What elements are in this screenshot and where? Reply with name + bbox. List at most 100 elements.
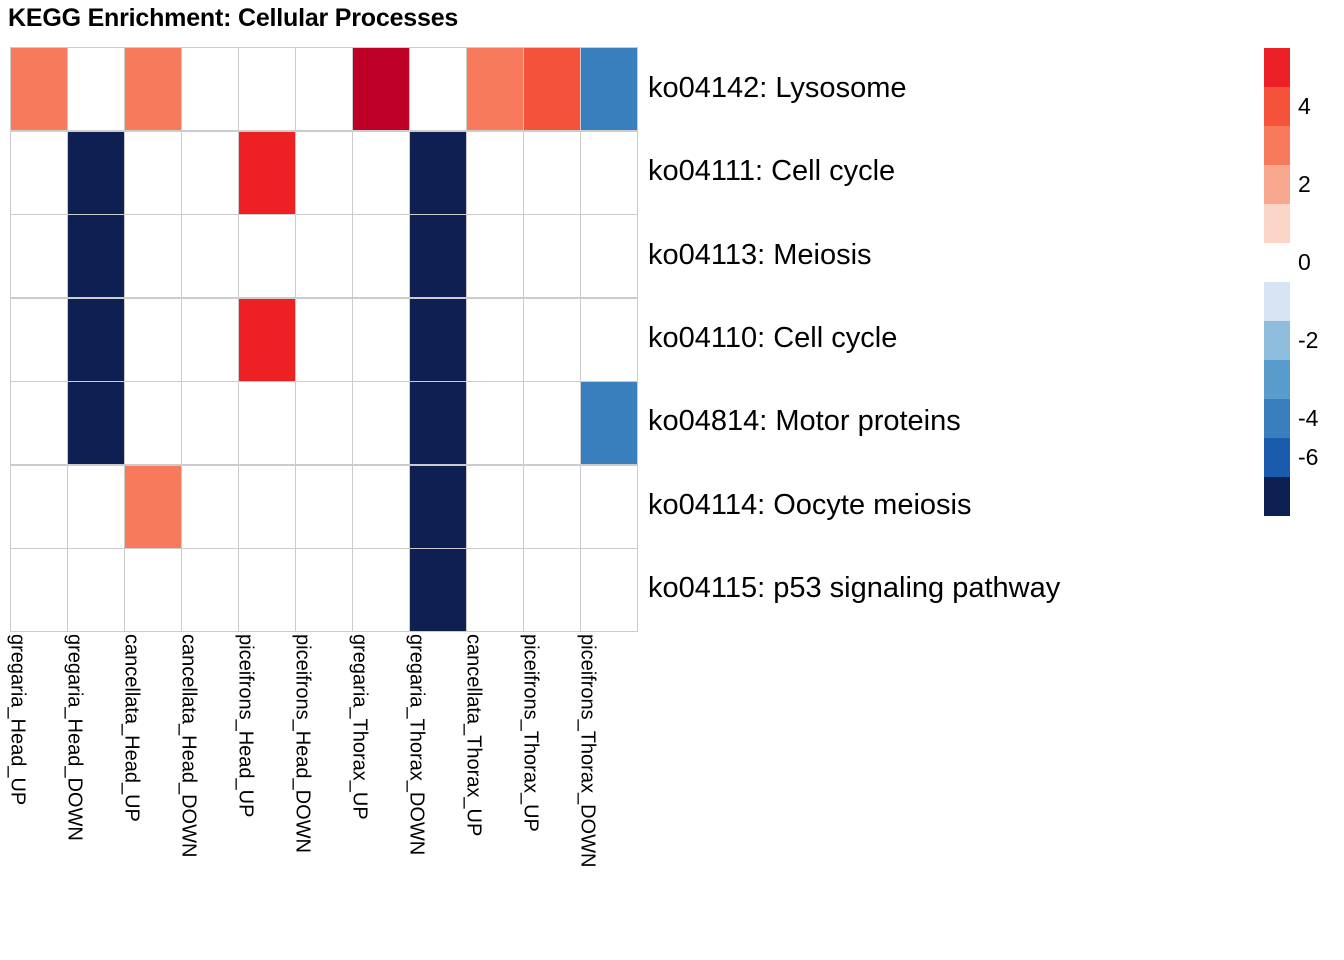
colorbar-swatch: [1264, 48, 1290, 87]
column-label: cancellata_Head_UP: [120, 634, 143, 822]
heatmap-cell: [524, 215, 580, 297]
column-label: piceifrons_Head_UP: [234, 634, 257, 818]
heatmap-cell: [239, 131, 295, 214]
heatmap-cell: [239, 298, 295, 381]
column-label: piceifrons_Thorax_UP: [519, 634, 542, 832]
heatmap-cell: [182, 298, 238, 381]
row-label: ko04142: Lysosome: [648, 72, 907, 105]
heatmap-cell: [11, 298, 67, 381]
heatmap-cell: [125, 131, 181, 214]
heatmap-cell: [524, 48, 580, 130]
heatmap-cell: [11, 465, 67, 548]
colorbar-swatch: [1264, 477, 1290, 516]
colorbar-swatch: [1264, 282, 1290, 321]
colorbar-gradient: [1264, 48, 1290, 516]
row-label: ko04113: Meiosis: [648, 238, 872, 271]
column-label: gregaria_Head_UP: [7, 634, 30, 806]
heatmap-cell: [467, 48, 523, 130]
heatmap-cell: [296, 298, 352, 381]
heatmap-cell: [467, 131, 523, 214]
colorbar-swatch: [1264, 126, 1290, 165]
heatmap-cell: [353, 131, 409, 214]
heatmap-cell: [182, 215, 238, 297]
heatmap-cell: [125, 382, 181, 464]
heatmap-cell: [410, 131, 466, 214]
heatmap-cell: [467, 298, 523, 381]
row-label: ko04110: Cell cycle: [648, 321, 898, 354]
heatmap-cell: [182, 48, 238, 130]
heatmap-cell: [410, 465, 466, 548]
colorbar-swatch: [1264, 204, 1290, 243]
heatmap-cell: [581, 465, 637, 548]
row-label-list: ko04142: Lysosome ko04111: Cell cycle ko04…: [648, 47, 1258, 630]
colorbar-tick-label: -4: [1298, 404, 1319, 431]
heatmap-cell: [581, 131, 637, 214]
heatmap-cell: [524, 465, 580, 548]
heatmap-cell: [467, 549, 523, 631]
heatmap-cell: [410, 549, 466, 631]
row-label: ko04814: Motor proteins: [648, 405, 961, 438]
colorbar-tick-label: -6: [1298, 443, 1319, 470]
heatmap-cell: [182, 382, 238, 464]
colorbar-swatch-zero: [1264, 243, 1290, 282]
heatmap-cell: [353, 48, 409, 130]
column-label-cell: cancellata_Thorax_UP: [462, 634, 522, 956]
heatmap-cell: [125, 215, 181, 297]
heatmap-cell: [524, 549, 580, 631]
colorbar-swatch: [1264, 399, 1290, 438]
heatmap-cell: [68, 215, 124, 297]
heatmap-cell: [524, 131, 580, 214]
heatmap-cell: [68, 131, 124, 214]
heatmap-cell: [296, 465, 352, 548]
heatmap-cell: [410, 48, 466, 130]
heatmap-cell: [581, 48, 637, 130]
column-label: piceifrons_Head_DOWN: [291, 634, 314, 853]
column-label-cell: piceifrons_Thorax_DOWN: [576, 634, 636, 956]
heatmap-cell: [68, 48, 124, 130]
column-label-cell: piceifrons_Head_UP: [234, 634, 295, 956]
heatmap-cell: [11, 215, 67, 297]
heatmap-cell: [581, 215, 637, 297]
heatmap-cell: [410, 298, 466, 381]
heatmap-cell: [296, 215, 352, 297]
colorbar-tick-label: 4: [1298, 92, 1311, 119]
heatmap-cell: [125, 465, 181, 548]
heatmap-cell: [353, 298, 409, 381]
column-label-cell: gregaria_Thorax_UP: [348, 634, 408, 956]
page-title: KEGG Enrichment: Cellular Processes: [8, 4, 459, 32]
heatmap-cell: [239, 549, 295, 631]
column-label: gregaria_Thorax_UP: [348, 634, 371, 820]
column-label-cell: piceifrons_Head_DOWN: [291, 634, 352, 956]
heatmap-cell: [11, 131, 67, 214]
column-label: cancellata_Head_DOWN: [177, 634, 200, 858]
column-label: gregaria_Head_DOWN: [63, 634, 86, 841]
column-label: cancellata_Thorax_UP: [462, 634, 485, 837]
heatmap-cell: [239, 465, 295, 548]
row-label: ko04111: Cell cycle: [648, 155, 896, 188]
row-label: ko04114: Oocyte meiosis: [648, 488, 972, 521]
column-label-cell: piceifrons_Thorax_UP: [519, 634, 579, 956]
colorbar-swatch: [1264, 321, 1290, 360]
column-label-cell: gregaria_Thorax_DOWN: [405, 634, 465, 956]
heatmap-cell: [11, 48, 67, 130]
heatmap-cell: [467, 215, 523, 297]
heatmap-cell: [296, 549, 352, 631]
heatmap-cell: [524, 382, 580, 464]
column-label-cell: gregaria_Head_DOWN: [63, 634, 124, 956]
column-label: gregaria_Thorax_DOWN: [405, 634, 428, 856]
heatmap-cell: [581, 549, 637, 631]
column-label-cell: cancellata_Head_UP: [120, 634, 181, 956]
heatmap-cell: [410, 382, 466, 464]
heatmap-cell: [410, 215, 466, 297]
heatmap-cell: [11, 382, 67, 464]
colorbar-tick-label: 0: [1298, 248, 1311, 275]
colorbar-tick-label: -2: [1298, 326, 1319, 353]
column-label: piceifrons_Thorax_DOWN: [576, 634, 599, 868]
heatmap-cell: [68, 549, 124, 631]
heatmap-cell: [239, 215, 295, 297]
heatmap-cell: [467, 465, 523, 548]
heatmap-cell: [239, 382, 295, 464]
heatmap-cell: [296, 382, 352, 464]
heatmap-cell: [353, 465, 409, 548]
heatmap-cell: [467, 382, 523, 464]
